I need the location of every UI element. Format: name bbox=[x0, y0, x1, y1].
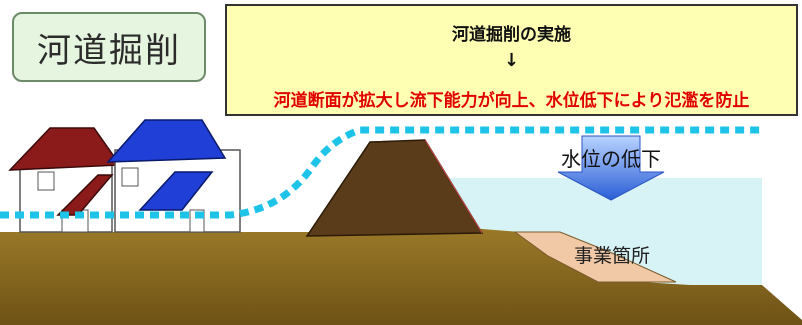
house-left bbox=[8, 127, 122, 233]
ground bbox=[0, 228, 802, 325]
note-description: 河道断面が拡大し流下能力が向上、水位低下により氾濫を防止 bbox=[273, 91, 750, 111]
page-title: 河道掘削 bbox=[37, 30, 181, 71]
water-level-arrow bbox=[557, 135, 665, 201]
down-arrow-text: ↓ bbox=[503, 50, 520, 71]
excavation-area bbox=[513, 231, 677, 283]
water-level-drop-label: 水位の低下 bbox=[561, 147, 661, 171]
project-site-label: 事業箇所 bbox=[574, 245, 650, 267]
note-title: 河道掘削の実施 bbox=[452, 25, 571, 45]
note-box: 河道掘削の実施 ↓ 河道断面が拡大し流下能力が向上、水位低下により氾濫を防止 bbox=[225, 4, 798, 116]
title-box: 河道掘削 bbox=[12, 12, 206, 82]
